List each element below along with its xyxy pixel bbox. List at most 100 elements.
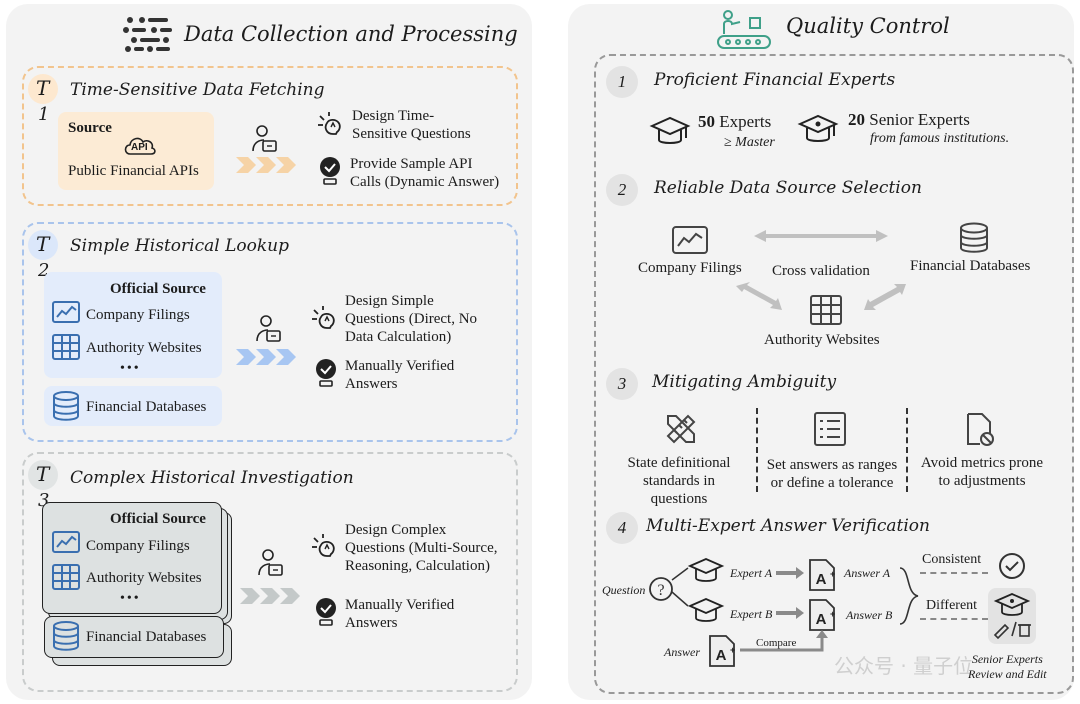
t2-db-label: Financial Databases bbox=[86, 399, 207, 415]
t2-official-card bbox=[44, 272, 222, 378]
t3-official-card bbox=[42, 502, 222, 614]
check-badge-icon bbox=[314, 358, 338, 388]
right-panel-title: Quality Control bbox=[786, 14, 950, 38]
divider-1 bbox=[756, 408, 758, 492]
t3-item-filings: Company Filings bbox=[86, 538, 190, 554]
t2-flow-arrows bbox=[236, 349, 296, 365]
chart-icon bbox=[52, 301, 80, 323]
check-circle-icon bbox=[998, 552, 1026, 580]
t2-heading: Simple Historical Lookup bbox=[70, 236, 289, 256]
step-3-number: 3 bbox=[606, 368, 638, 400]
answer-brace bbox=[896, 566, 926, 626]
left-panel-title: Data Collection and Processing bbox=[184, 22, 518, 46]
s4-question-label: Question bbox=[602, 583, 646, 597]
t1-source-name: Public Financial APIs bbox=[68, 163, 199, 179]
different-line bbox=[920, 618, 988, 620]
database-icon bbox=[52, 621, 80, 651]
consistent-line bbox=[920, 572, 988, 574]
s2-databases: Financial Databases bbox=[910, 258, 1031, 274]
svg-text:+: + bbox=[830, 609, 835, 619]
watermark: 公众号 · 量子位 bbox=[834, 654, 974, 678]
cross-validation-arrows bbox=[730, 226, 910, 316]
t3-more-dots: ••• bbox=[120, 591, 141, 606]
t1-flow-arrows bbox=[236, 157, 296, 173]
graduation-cap-icon bbox=[687, 556, 725, 586]
s4-different: Different bbox=[926, 598, 978, 613]
check-badge-icon bbox=[318, 156, 342, 186]
graduation-cap-icon bbox=[649, 114, 691, 148]
chart-icon bbox=[52, 531, 80, 553]
document-block-icon bbox=[966, 412, 996, 446]
edit-delete-icon bbox=[992, 620, 1032, 640]
person-laptop-icon bbox=[254, 314, 282, 344]
chart-icon bbox=[672, 226, 708, 254]
s2-websites: Authority Websites bbox=[764, 332, 880, 348]
t1-source-label: Source bbox=[68, 120, 112, 136]
design-lightbulb-icon bbox=[310, 304, 340, 332]
s4-heading: Multi-Expert Answer Verification bbox=[646, 516, 930, 536]
compare-path bbox=[740, 630, 838, 654]
s4-answer-label: Answer bbox=[664, 645, 700, 659]
graduation-cap-icon bbox=[687, 596, 725, 626]
s4-expert-a: Expert A bbox=[730, 566, 773, 580]
grid-icon bbox=[52, 564, 80, 590]
design-lightbulb-icon bbox=[310, 532, 340, 560]
conveyor-belt-icon bbox=[716, 8, 772, 50]
t3-official-label: Official Source bbox=[110, 511, 206, 527]
list-checklist-icon bbox=[814, 412, 846, 446]
answer-a-doc-icon: A+ bbox=[808, 558, 836, 592]
api-cloud-icon: API bbox=[122, 134, 158, 158]
t3-flow-arrows bbox=[240, 588, 300, 604]
question-branch-lines bbox=[671, 562, 692, 612]
s1-senior-sub: from famous institutions. bbox=[870, 131, 1010, 146]
s1-experts: 50 Experts bbox=[698, 112, 772, 131]
t3-section bbox=[22, 452, 518, 692]
grid-icon bbox=[52, 334, 80, 360]
s4-consistent: Consistent bbox=[922, 552, 982, 567]
person-laptop-icon bbox=[250, 124, 278, 154]
s1-experts-sub: ≥ Master bbox=[724, 135, 775, 150]
person-laptop-icon bbox=[256, 548, 284, 578]
t2-more-dots: ••• bbox=[120, 361, 141, 376]
s2-cross-validation: Cross validation bbox=[772, 263, 870, 279]
t1-step1: Design Time-Sensitive Questions bbox=[352, 108, 471, 142]
s4-compare: Compare bbox=[756, 637, 797, 649]
step-2-number: 2 bbox=[606, 174, 638, 206]
t2-official-label: Official Source bbox=[110, 281, 206, 297]
t1-heading: Time-Sensitive Data Fetching bbox=[70, 80, 325, 100]
answer-b-doc-icon: A+ bbox=[808, 598, 836, 632]
s1-heading: Proficient Financial Experts bbox=[654, 70, 896, 90]
s4-answer-a: Answer A bbox=[844, 566, 891, 580]
svg-text:A: A bbox=[816, 611, 827, 628]
question-icon: ? bbox=[648, 576, 674, 602]
step-4-number: 4 bbox=[606, 512, 638, 544]
t1-badge: T 1 bbox=[28, 74, 64, 128]
expert-arrows bbox=[776, 566, 806, 620]
graduation-cap-star-icon bbox=[993, 592, 1031, 618]
step-1-number: 1 bbox=[606, 66, 638, 98]
s3-heading: Mitigating Ambiguity bbox=[652, 372, 837, 392]
t3-badge: T 3 bbox=[28, 460, 64, 514]
t3-heading: Complex Historical Investigation bbox=[70, 468, 354, 488]
s1-senior: 20 Senior Experts bbox=[848, 110, 970, 129]
t2-item-websites: Authority Websites bbox=[86, 340, 202, 356]
svg-text:+: + bbox=[730, 645, 735, 655]
t2-section bbox=[22, 222, 518, 442]
t3-item-websites: Authority Websites bbox=[86, 570, 202, 586]
t2-item-filings: Company Filings bbox=[86, 307, 190, 323]
svg-text:+: + bbox=[830, 569, 835, 579]
t3-db-label: Financial Databases bbox=[86, 629, 207, 645]
svg-text:A: A bbox=[716, 647, 727, 664]
database-icon bbox=[52, 391, 80, 421]
s2-heading: Reliable Data Source Selection bbox=[654, 178, 922, 198]
design-lightbulb-icon bbox=[316, 110, 346, 138]
quality-control-frame bbox=[594, 54, 1074, 694]
